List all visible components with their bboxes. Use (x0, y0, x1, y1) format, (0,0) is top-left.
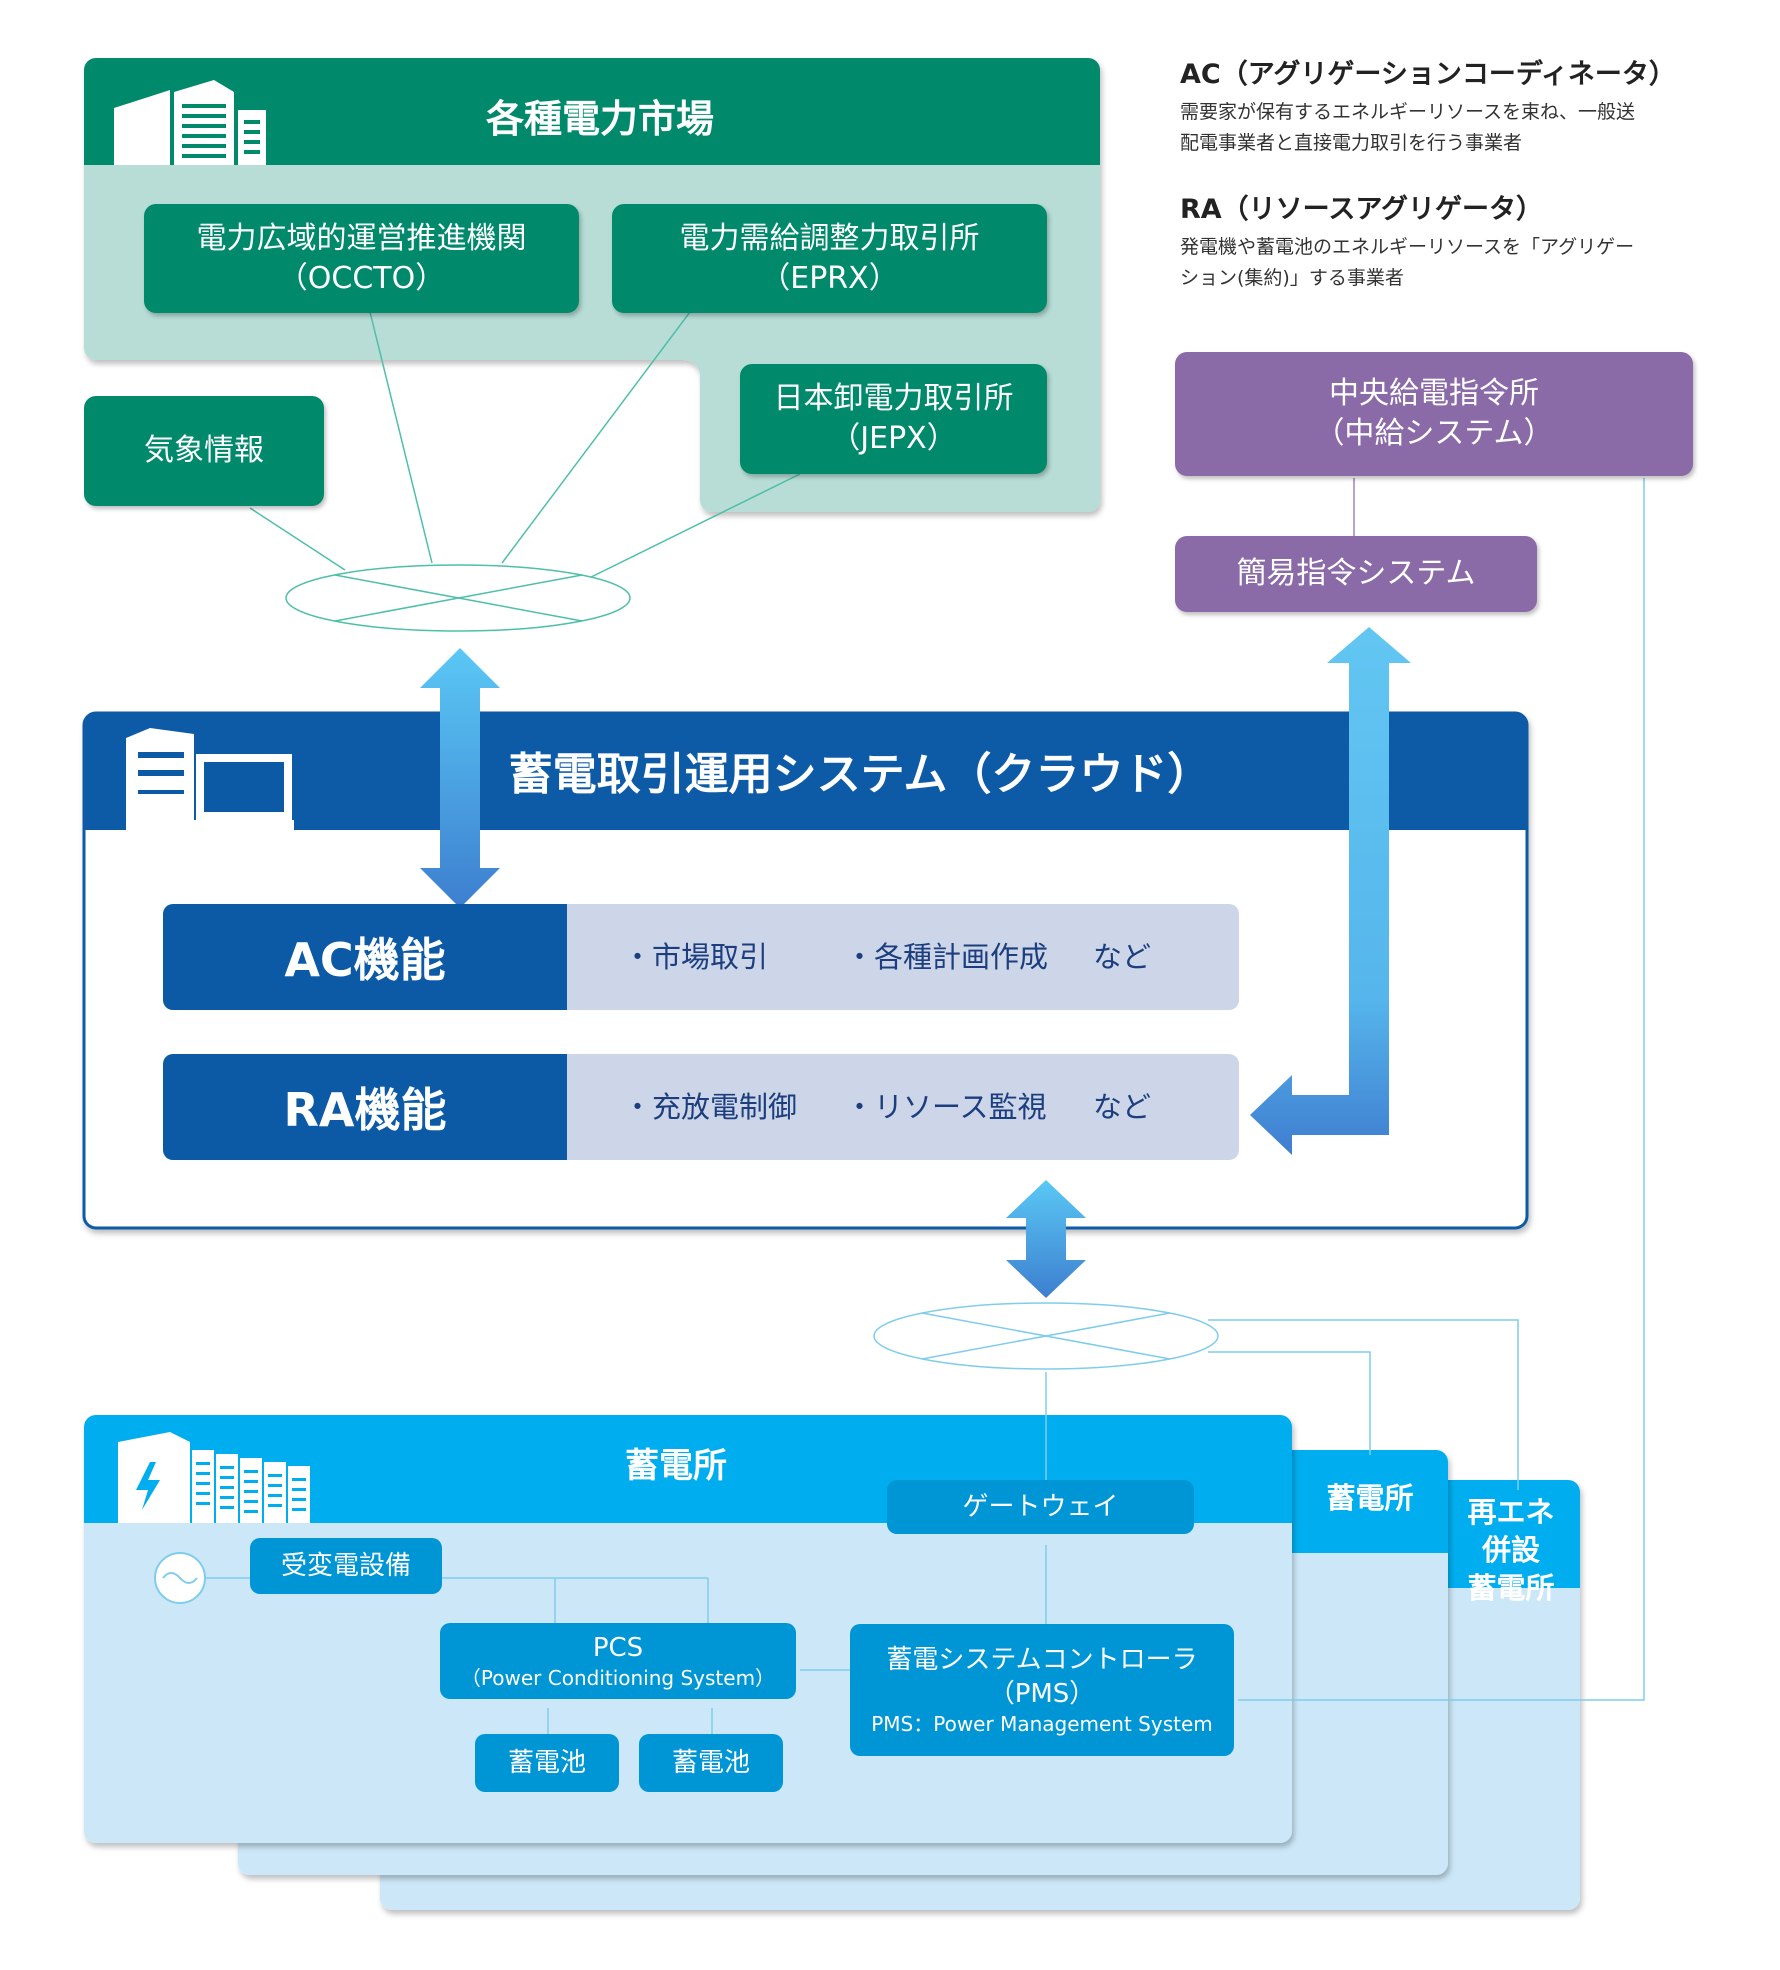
ac-definition-title: AC（アグリゲーションコーディネータ） (1180, 59, 1676, 90)
occto-name: 電力広域的運営推進機関 (196, 220, 527, 256)
occto-box: 電力広域的運営推進機関 （OCCTO） (144, 204, 579, 313)
ac-function-row: AC機能 ・市場取引 ・各種計画作成 など (163, 904, 1239, 1010)
ra-definition-line1: 発電機や蓄電池のエネルギーリソースを「アグリゲー (1180, 236, 1635, 258)
pms-label: 蓄電システムコントローラ (886, 1645, 1198, 1675)
renewable-station-line2: 併設 (1481, 1533, 1540, 1567)
ac-item-etc: など (1093, 940, 1152, 974)
renewable-station-title: 再エネ 併設 蓄電所 (1448, 1490, 1574, 1610)
weather-box: 気象情報 (84, 396, 324, 506)
renewable-station-line3: 蓄電所 (1467, 1571, 1555, 1605)
battery-box-2: 蓄電池 (639, 1734, 783, 1792)
jepx-abbr: （JEPX） (830, 421, 957, 456)
battery-label-2: 蓄電池 (671, 1748, 750, 1778)
ac-source-icon (154, 1552, 206, 1604)
gateway-box: ゲートウェイ (887, 1480, 1194, 1534)
central-dispatch-sub: （中給システム） (1314, 416, 1554, 451)
upper-network-ellipse (285, 564, 631, 632)
ra-item-resource-monitoring: ・リソース監視 (845, 1090, 1047, 1124)
cloud-station-double-arrow (1006, 1180, 1086, 1298)
pcs-fullname: （Power Conditioning System） (460, 1666, 776, 1690)
renewable-station-line1: 再エネ (1467, 1495, 1555, 1529)
pms-abbr: （PMS） (988, 1679, 1096, 1709)
second-station-title: 蓄電所 (1326, 1481, 1414, 1515)
simple-dispatch-label: 簡易指令システム (1236, 556, 1476, 591)
occto-abbr: （OCCTO） (277, 260, 446, 296)
jepx-name: 日本卸電力取引所 (773, 381, 1014, 416)
dispatch-ra-elbow-arrow (1250, 627, 1411, 1155)
ra-item-charge-control: ・充放電制御 (623, 1090, 798, 1124)
ra-function-label: RA機能 (163, 1054, 567, 1160)
ac-definition-line2: 配電事業者と直接電力取引を行う事業者 (1180, 132, 1523, 154)
pcs-label: PCS (592, 1633, 644, 1663)
station-wiring (205, 1545, 1047, 1745)
central-dispatch-name: 中央給電指令所 (1329, 376, 1539, 411)
market-title: 各種電力市場 (485, 96, 714, 141)
pcs-box: PCS （Power Conditioning System） (440, 1623, 796, 1699)
ra-definition-line2: ション(集約)」する事業者 (1180, 267, 1404, 289)
ac-function-label: AC機能 (163, 904, 567, 1010)
lower-network-ellipse (873, 1302, 1519, 1490)
substation-label: 受変電設備 (280, 1551, 411, 1581)
ra-function-row: RA機能 ・充放電制御 ・リソース監視 など (163, 1054, 1239, 1160)
central-to-pms-line (1238, 478, 1645, 1701)
substation-box: 受変電設備 (250, 1538, 442, 1594)
pms-fullname: PMS：Power Management System (871, 1712, 1213, 1736)
ra-item-etc: など (1093, 1090, 1152, 1124)
ra-definition-title: RA（リソースアグリゲータ） (1180, 194, 1543, 225)
ac-item-planning: ・各種計画作成 (845, 940, 1049, 974)
eprx-name: 電力需給調整力取引所 (679, 220, 980, 256)
main-station-title: 蓄電所 (625, 1445, 727, 1486)
eprx-abbr: （EPRX） (760, 260, 899, 296)
battery-building-icon (118, 1432, 310, 1523)
definitions-notes: AC（アグリゲーションコーディネータ） 需要家が保有するエネルギーリソースを束ね… (1180, 52, 1740, 294)
eprx-box: 電力需給調整力取引所 （EPRX） (612, 204, 1047, 313)
battery-label-1: 蓄電池 (507, 1748, 586, 1778)
market-connector-lines (249, 311, 801, 586)
gateway-label: ゲートウェイ (962, 1492, 1119, 1522)
ac-item-market-trading: ・市場取引 (623, 940, 769, 974)
simple-dispatch-box: 簡易指令システム (1175, 536, 1537, 612)
pms-box: 蓄電システムコントローラ （PMS） PMS：Power Management … (850, 1624, 1234, 1756)
cloud-title: 蓄電取引運用システム（クラウド） (508, 749, 1212, 800)
building-icon (114, 80, 266, 165)
battery-box-1: 蓄電池 (475, 1734, 619, 1792)
server-icon (126, 728, 294, 830)
jepx-box: 日本卸電力取引所 （JEPX） (740, 364, 1047, 474)
central-dispatch-box: 中央給電指令所 （中給システム） (1175, 352, 1693, 476)
market-cloud-double-arrow (420, 648, 500, 908)
ac-definition-line1: 需要家が保有するエネルギーリソースを束ね、一般送 (1180, 101, 1636, 123)
weather-label: 気象情報 (144, 433, 264, 468)
